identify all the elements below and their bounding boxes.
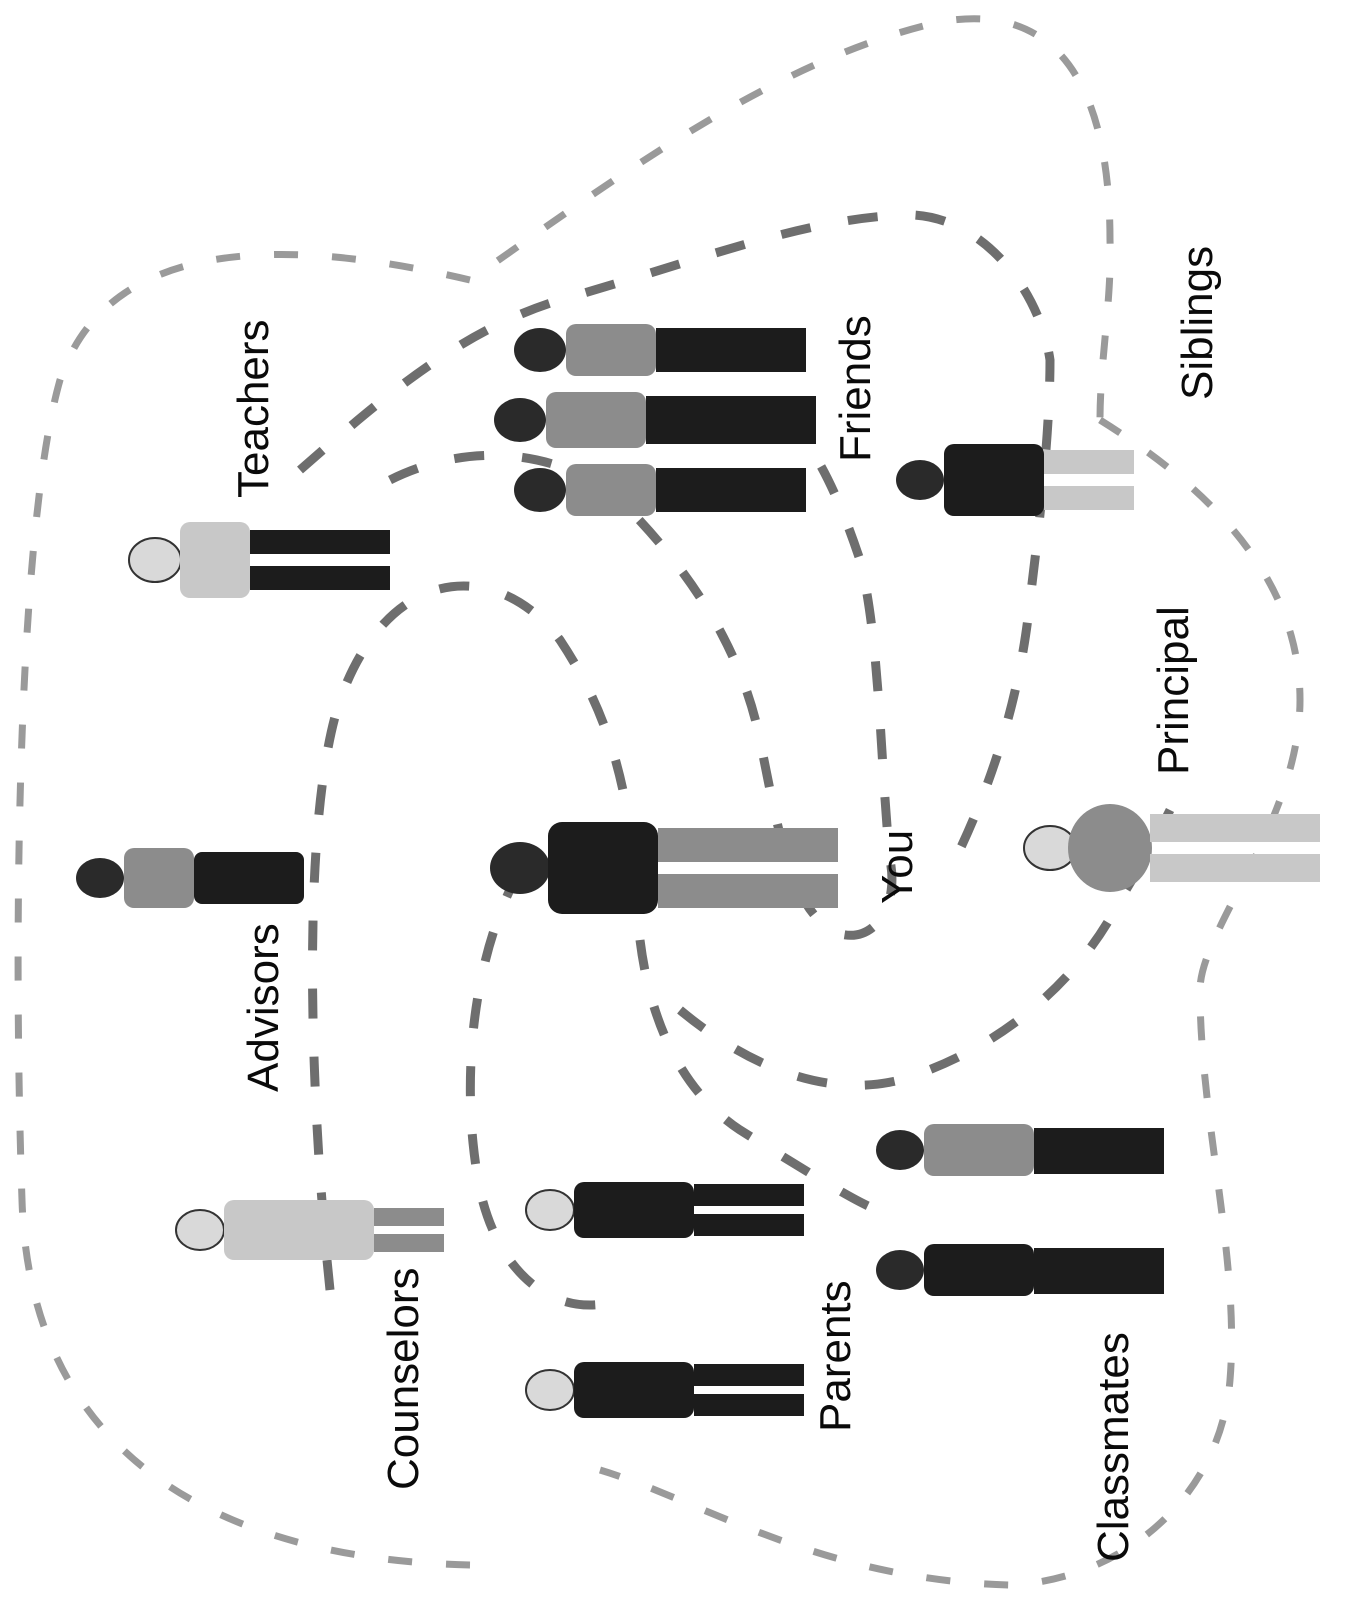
friends-figure-group: [494, 324, 816, 516]
label-siblings: Siblings: [1173, 246, 1222, 400]
parents-ring: [470, 870, 880, 1305]
teacher-figure: [129, 522, 390, 598]
principal-figure: [1024, 804, 1320, 892]
label-you: You: [873, 830, 922, 904]
sibling-figure: [896, 444, 1134, 516]
friends-ring: [300, 215, 1050, 870]
label-principal: Principal: [1149, 606, 1198, 775]
classmates-figure-group: [876, 1124, 1164, 1296]
counselor-figure: [176, 1200, 444, 1260]
label-counselors: Counselors: [379, 1267, 428, 1490]
label-advisors: Advisors: [239, 923, 288, 1092]
label-teachers: Teachers: [229, 319, 278, 498]
outer-school-ring: [18, 19, 1110, 1565]
you-figure: [490, 822, 838, 914]
label-classmates: Classmates: [1089, 1332, 1138, 1562]
advisor-figure: [76, 848, 304, 908]
label-parents: Parents: [811, 1280, 860, 1432]
label-friends: Friends: [831, 315, 880, 462]
